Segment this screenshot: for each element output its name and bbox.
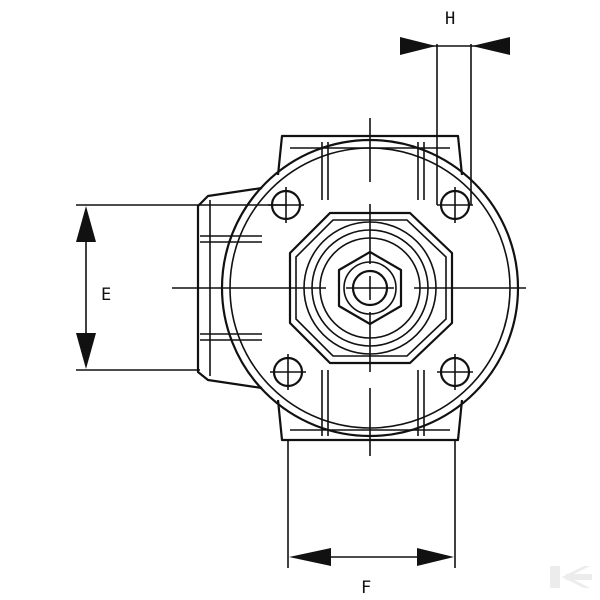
dimension-h: H — [400, 9, 510, 205]
center-lines — [172, 118, 526, 456]
k-brand-logo-icon — [550, 566, 592, 588]
dimension-label-h: H — [445, 9, 455, 29]
dimension-label-e: E — [101, 285, 111, 305]
dimension-f: F — [287, 440, 456, 598]
octagon-body — [288, 211, 454, 365]
dimension-e: E — [76, 204, 286, 371]
dimension-label-f: F — [361, 578, 371, 598]
